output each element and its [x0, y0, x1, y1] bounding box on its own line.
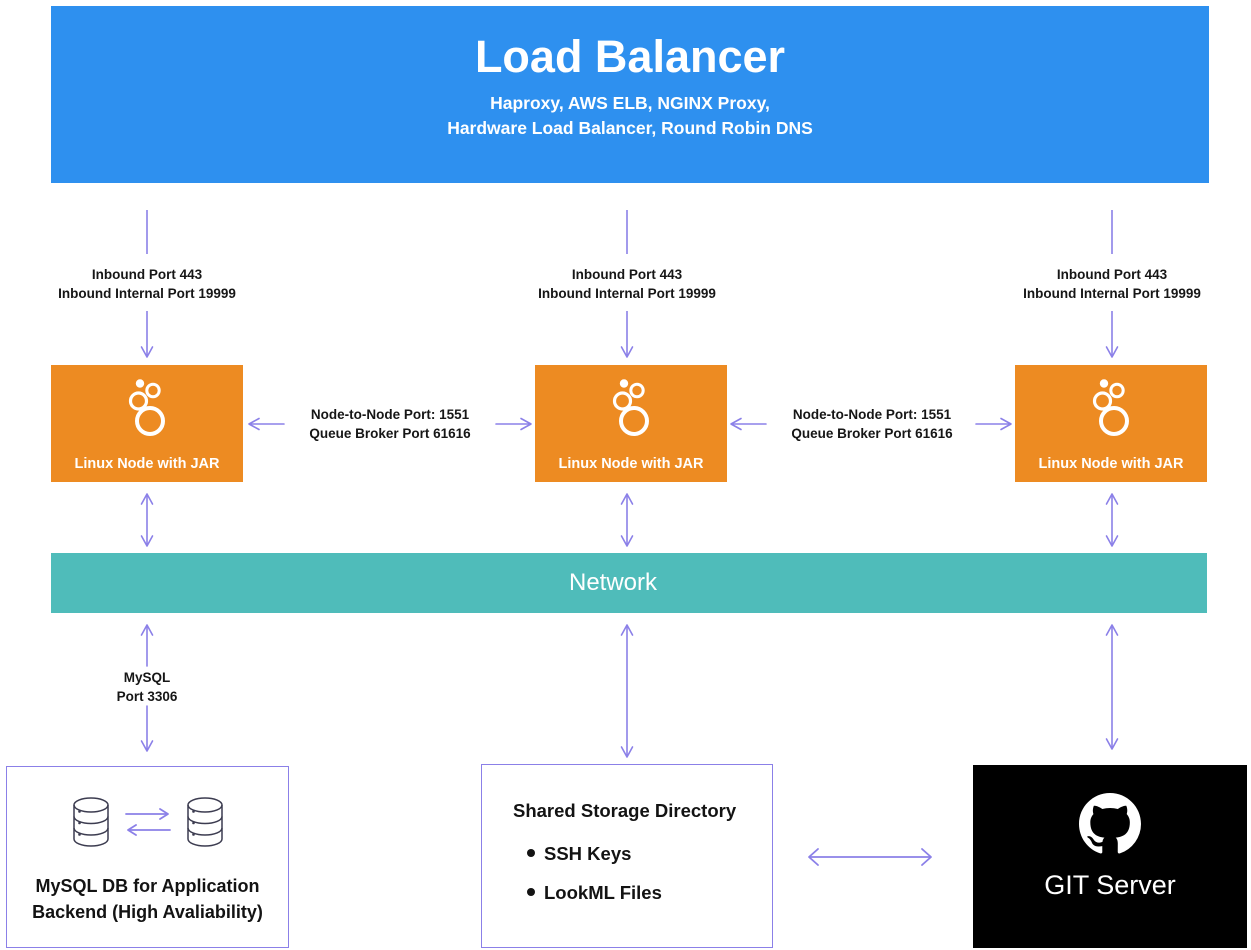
inbound-label-right-line1: Inbound Port 443 — [1056, 267, 1168, 282]
github-octocat-icon — [1079, 793, 1141, 854]
shared-storage-list: SSH Keys LookML Files — [527, 843, 662, 921]
git-server-label: GIT Server — [1044, 870, 1176, 900]
mysql-link-label: MySQL Port 3306 — [47, 668, 247, 706]
looker-logo-icon — [612, 379, 649, 436]
database-cylinder-icon — [186, 797, 223, 847]
load-balancer-subtitle: Haproxy, AWS ELB, NGINX Proxy, Hardware … — [447, 91, 813, 142]
network-label: Network — [568, 569, 658, 596]
shared-storage-box: Shared Storage Directory SSH Keys LookML… — [481, 764, 773, 948]
database-icons-group — [7, 791, 288, 853]
network-box: Network — [51, 553, 1207, 613]
linux-node-middle[interactable]: Linux Node with JAR — [535, 365, 727, 482]
bullet-icon — [527, 888, 535, 896]
linux-node-left[interactable]: Linux Node with JAR — [51, 365, 243, 482]
shared-storage-item-1-label: LookML Files — [544, 882, 662, 903]
node-link-label-right-line1: Node-to-Node Port: 1551 — [792, 407, 952, 422]
git-server-box: GIT Server — [973, 765, 1247, 948]
mysql-link-label-line2: Port 3306 — [116, 689, 178, 705]
node-link-label-right-line2: Queue Broker Port 61616 — [791, 426, 953, 442]
node-link-label-left-line1: Node-to-Node Port: 1551 — [310, 407, 470, 422]
list-item: SSH Keys — [527, 843, 662, 865]
load-balancer-title: Load Balancer — [474, 31, 786, 82]
linux-node-right[interactable]: Linux Node with JAR — [1015, 365, 1207, 482]
bullet-icon — [527, 849, 535, 857]
linux-node-right-label: Linux Node with JAR — [1038, 456, 1184, 472]
database-replication-arrows — [124, 808, 171, 836]
node-link-label-left-line2: Queue Broker Port 61616 — [309, 426, 471, 442]
mysql-database-caption-line1: MySQL DB for Application — [35, 876, 260, 896]
inbound-label-right-line2: Inbound Internal Port 19999 — [1023, 286, 1201, 302]
mysql-link-label-line1: MySQL — [123, 670, 171, 685]
inbound-label-middle-line1: Inbound Port 443 — [571, 267, 683, 282]
mysql-database-caption-line2: Backend (High Avaliability) — [32, 901, 263, 922]
inbound-label-left: Inbound Port 443 Inbound Internal Port 1… — [22, 265, 272, 303]
linux-node-left-label: Linux Node with JAR — [74, 456, 220, 472]
mysql-database-box: MySQL DB for Application Backend (High A… — [6, 766, 289, 948]
load-balancer-box: Load Balancer Haproxy, AWS ELB, NGINX Pr… — [51, 6, 1209, 183]
load-balancer-subtitle-line1: Haproxy, AWS ELB, NGINX Proxy, — [490, 92, 770, 113]
database-cylinder-icon — [72, 797, 109, 847]
node-link-label-left: Node-to-Node Port: 1551 Queue Broker Por… — [270, 405, 510, 443]
mysql-database-caption: MySQL DB for Application Backend (High A… — [7, 874, 288, 925]
inbound-label-left-line1: Inbound Port 443 — [91, 267, 203, 282]
list-item: LookML Files — [527, 882, 662, 904]
load-balancer-subtitle-line2: Hardware Load Balancer, Round Robin DNS — [447, 118, 813, 139]
shared-storage-item-0-label: SSH Keys — [544, 843, 632, 864]
looker-logo-icon — [128, 379, 165, 436]
inbound-label-middle-line2: Inbound Internal Port 19999 — [538, 286, 716, 302]
linux-node-middle-label: Linux Node with JAR — [558, 456, 704, 472]
inbound-label-middle: Inbound Port 443 Inbound Internal Port 1… — [502, 265, 752, 303]
shared-storage-title: Shared Storage Directory — [513, 800, 737, 821]
inbound-label-right: Inbound Port 443 Inbound Internal Port 1… — [987, 265, 1237, 303]
inbound-label-left-line2: Inbound Internal Port 19999 — [58, 286, 236, 302]
node-link-label-right: Node-to-Node Port: 1551 Queue Broker Por… — [752, 405, 992, 443]
looker-logo-icon — [1092, 379, 1129, 436]
